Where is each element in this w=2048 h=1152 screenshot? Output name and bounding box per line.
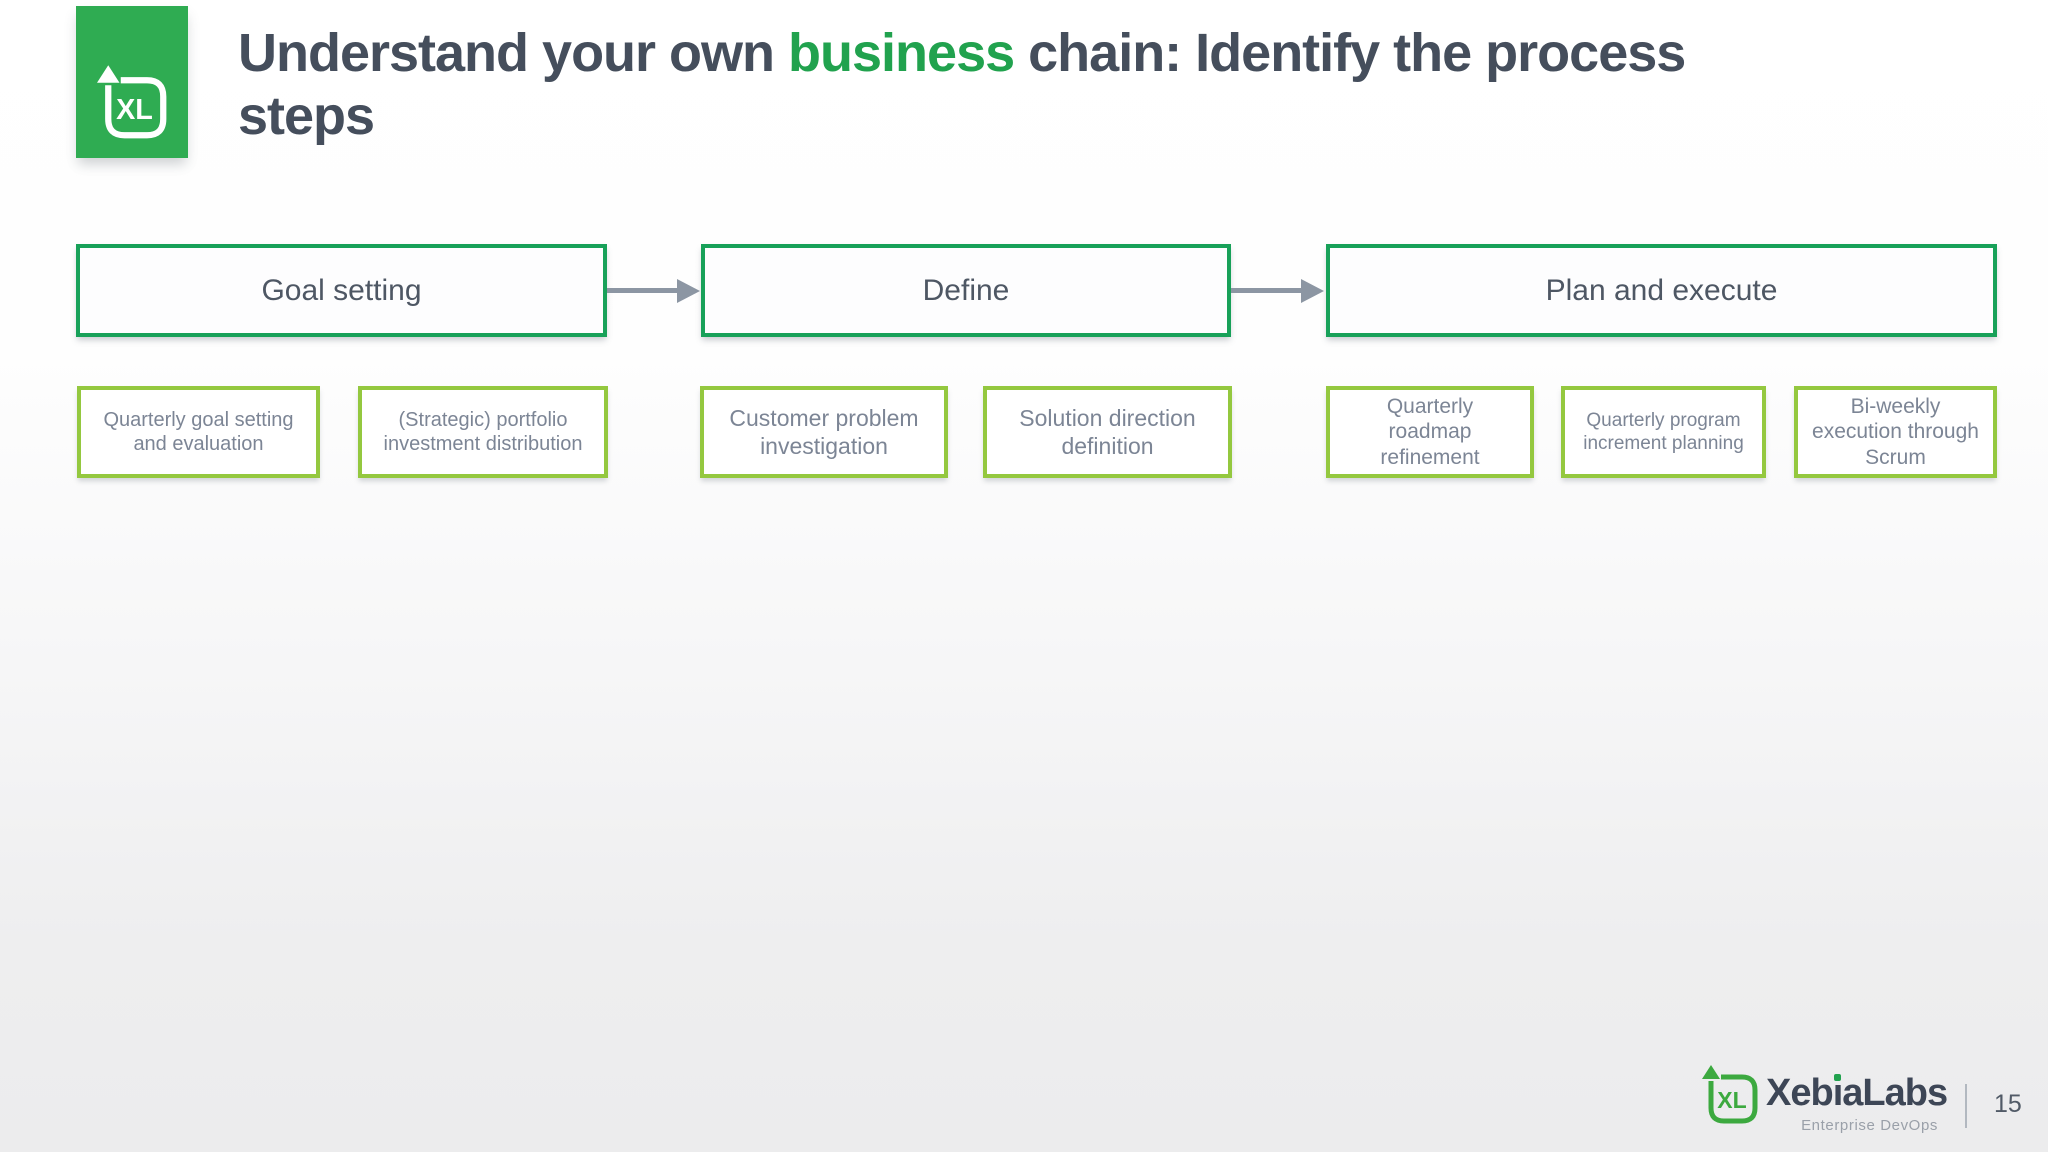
step-label: Quarterly roadmap refinement: [1380, 394, 1480, 469]
step-label: Solution direction definition: [1019, 404, 1196, 459]
step-label: Quarterly goal setting and evaluation: [103, 408, 294, 455]
xl-arrow-icon: XL: [97, 65, 167, 139]
page-title: Understand your own business chain: Iden…: [238, 22, 1686, 148]
stage-label: Plan and execute: [1545, 273, 1778, 307]
step-box-biweekly-scrum: Bi-weekly execution through Scrum: [1794, 386, 1997, 478]
brand-post: aLabs: [1842, 1072, 1948, 1114]
stage-label: Define: [922, 273, 1010, 307]
page-number: 15: [1994, 1090, 2022, 1118]
title-line-2: steps: [238, 86, 375, 146]
footer-divider: [1965, 1084, 1967, 1128]
title-pre: Understand your own: [238, 23, 789, 83]
step-box-customer-problem: Customer problem investigation: [700, 386, 948, 478]
stage-label: Goal setting: [261, 273, 422, 307]
title-post: chain: Identify the process: [1014, 23, 1686, 83]
step-label: Quarterly program increment planning: [1583, 409, 1744, 454]
title-line-1: Understand your own business chain: Iden…: [238, 22, 1686, 85]
arrow-connector-icon: [607, 288, 677, 293]
step-label: Customer problem investigation: [729, 404, 919, 459]
step-box-roadmap-refinement: Quarterly roadmap refinement: [1326, 386, 1534, 478]
stage-box-define: Define: [701, 244, 1231, 337]
brand-tagline: Enterprise DevOps: [1801, 1117, 1938, 1134]
step-box-quarterly-goal-setting: Quarterly goal setting and evaluation: [77, 386, 320, 478]
xl-logo-badge: XL: [76, 6, 188, 158]
title-accent: business: [788, 23, 1015, 83]
step-box-solution-direction: Solution direction definition: [983, 386, 1232, 478]
xebialabs-logo-icon: XL: [1698, 1064, 1762, 1133]
brand-pre: Xeb: [1766, 1072, 1834, 1114]
xl-arrow-icon: XL: [1702, 1065, 1758, 1124]
step-label: Bi-weekly execution through Scrum: [1812, 394, 1979, 469]
arrow-connector-icon: [1231, 288, 1301, 293]
step-box-portfolio-investment: (Strategic) portfolio investment distrib…: [358, 386, 608, 478]
brand-i-green-dot: ı: [1832, 1072, 1844, 1114]
logo-letters: XL: [116, 94, 153, 126]
logo-letters: XL: [1717, 1087, 1746, 1113]
step-label: (Strategic) portfolio investment distrib…: [383, 408, 583, 455]
step-box-increment-planning: Quarterly program increment planning: [1561, 386, 1766, 478]
brand-wordmark: XebıaLabs: [1766, 1072, 1948, 1115]
stage-box-goal-setting: Goal setting: [76, 244, 607, 337]
stage-box-plan-and-execute: Plan and execute: [1326, 244, 1997, 337]
